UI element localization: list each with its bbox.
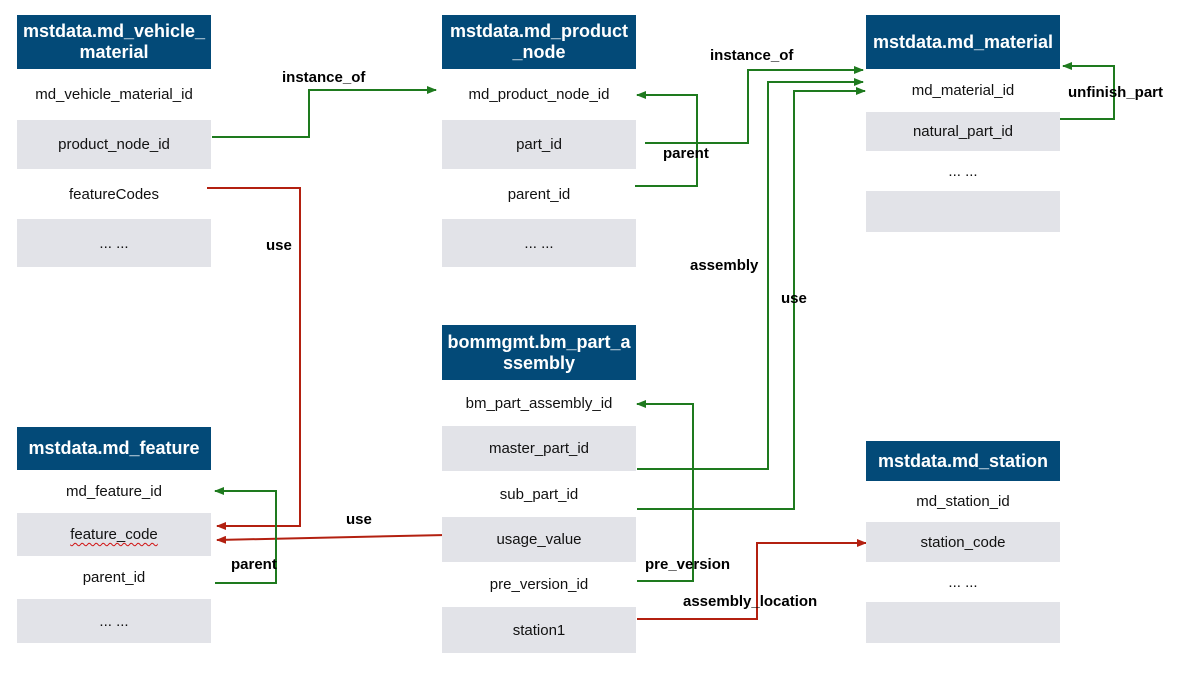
field-row: md_product_node_id xyxy=(468,86,610,103)
field-row: md_feature_id xyxy=(66,483,162,500)
table-material: mstdata.md_material md_material_id natur… xyxy=(866,15,1060,232)
field-row: master_part_id xyxy=(442,426,636,471)
link-feat-parent xyxy=(214,487,277,584)
link-pa-use-material xyxy=(637,87,866,510)
table-title: bommgmt.bm_part_assembly xyxy=(442,325,636,380)
link-pn-parent xyxy=(635,91,698,187)
field-row xyxy=(866,191,1060,232)
label-pa-pre-version: pre_version xyxy=(645,556,731,573)
field-row: md_station_id xyxy=(916,493,1010,510)
field-row: part_id xyxy=(442,120,636,169)
table-station: mstdata.md_station md_station_id station… xyxy=(866,441,1060,643)
label-pa-assembly-location: assembly_location xyxy=(683,593,818,610)
label-vm-instance-of: instance_of xyxy=(282,69,366,86)
link-pa-use-feature xyxy=(216,534,447,544)
table-part-assembly: bommgmt.bm_part_assembly bm_part_assembl… xyxy=(442,325,636,653)
label-feat-parent: parent xyxy=(231,556,277,573)
table-vehicle-material: mstdata.md_vehicle_material md_vehicle_m… xyxy=(17,15,211,267)
field-row: station_code xyxy=(866,522,1060,562)
label-vm-use: use xyxy=(266,237,292,254)
field-row: parent_id xyxy=(82,569,146,586)
label-pa-assembly: assembly xyxy=(690,257,759,274)
label-pa-use-material: use xyxy=(781,290,807,307)
table-title: mstdata.md_station xyxy=(866,441,1060,481)
table-product-node: mstdata.md_product_node md_product_node_… xyxy=(442,15,636,267)
label-pn-parent: parent xyxy=(663,145,709,162)
link-vm-use xyxy=(207,187,301,530)
field-row xyxy=(866,602,1060,643)
link-mat-unfinish-part xyxy=(1060,62,1115,120)
field-row: natural_part_id xyxy=(866,112,1060,151)
table-title: mstdata.md_product_node xyxy=(442,15,636,69)
field-row: parent_id xyxy=(507,185,571,203)
label-pn-instance-of: instance_of xyxy=(710,47,794,64)
table-title: mstdata.md_feature xyxy=(17,427,211,470)
field-row: md_vehicle_material_id xyxy=(35,86,193,103)
field-row: ... ... xyxy=(17,219,211,267)
field-row: pre_version_id xyxy=(489,576,589,593)
link-vm-instance-of xyxy=(212,86,437,138)
field-row: sub_part_id xyxy=(499,485,579,503)
field-label: feature_code xyxy=(70,526,158,543)
table-feature: mstdata.md_feature md_feature_id feature… xyxy=(17,427,211,643)
label-mat-unfinish-part: unfinish_part xyxy=(1068,84,1164,101)
link-pa-assembly xyxy=(637,78,864,470)
field-row: station1 xyxy=(442,607,636,653)
field-row: ... ... xyxy=(948,162,978,180)
link-pn-instance-of xyxy=(645,66,864,144)
field-row: ... ... xyxy=(442,219,636,267)
link-pa-pre-version xyxy=(636,400,694,582)
table-title: mstdata.md_vehicle_material xyxy=(17,15,211,69)
field-row: md_material_id xyxy=(911,82,1015,99)
label-pa-use-feature: use xyxy=(346,511,372,528)
field-row: bm_part_assembly_id xyxy=(465,394,613,412)
table-title: mstdata.md_material xyxy=(866,15,1060,69)
field-row: feature_code xyxy=(17,513,211,556)
field-row: product_node_id xyxy=(17,120,211,169)
field-row: usage_value xyxy=(442,517,636,562)
field-row: ... ... xyxy=(948,573,978,591)
field-row: ... ... xyxy=(17,599,211,643)
link-pa-assembly-location xyxy=(637,539,867,620)
field-row: featureCodes xyxy=(68,185,160,203)
